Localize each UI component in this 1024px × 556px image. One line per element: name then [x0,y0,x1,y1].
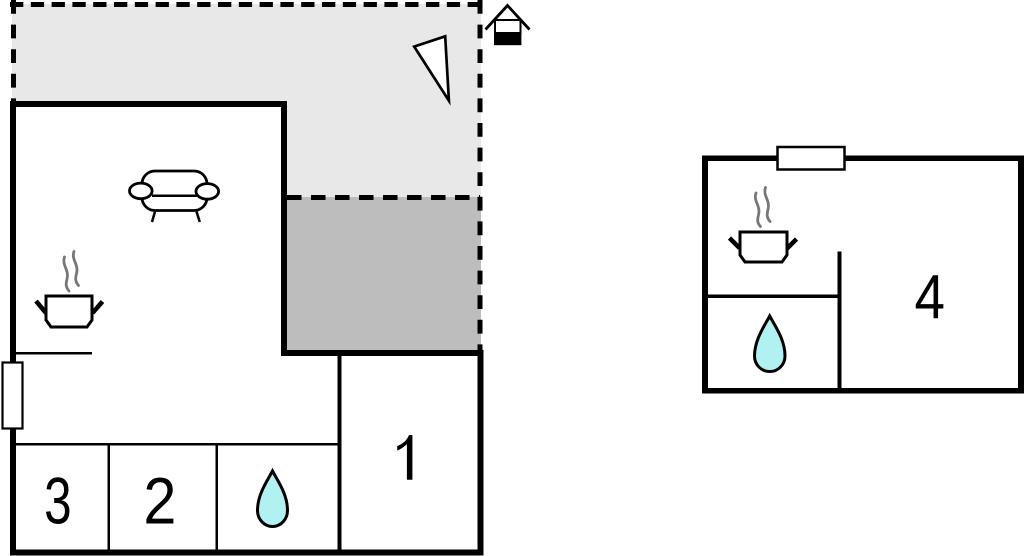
svg-text:3: 3 [44,464,72,538]
svg-text:2: 2 [143,464,176,538]
svg-text:4: 4 [914,263,945,332]
